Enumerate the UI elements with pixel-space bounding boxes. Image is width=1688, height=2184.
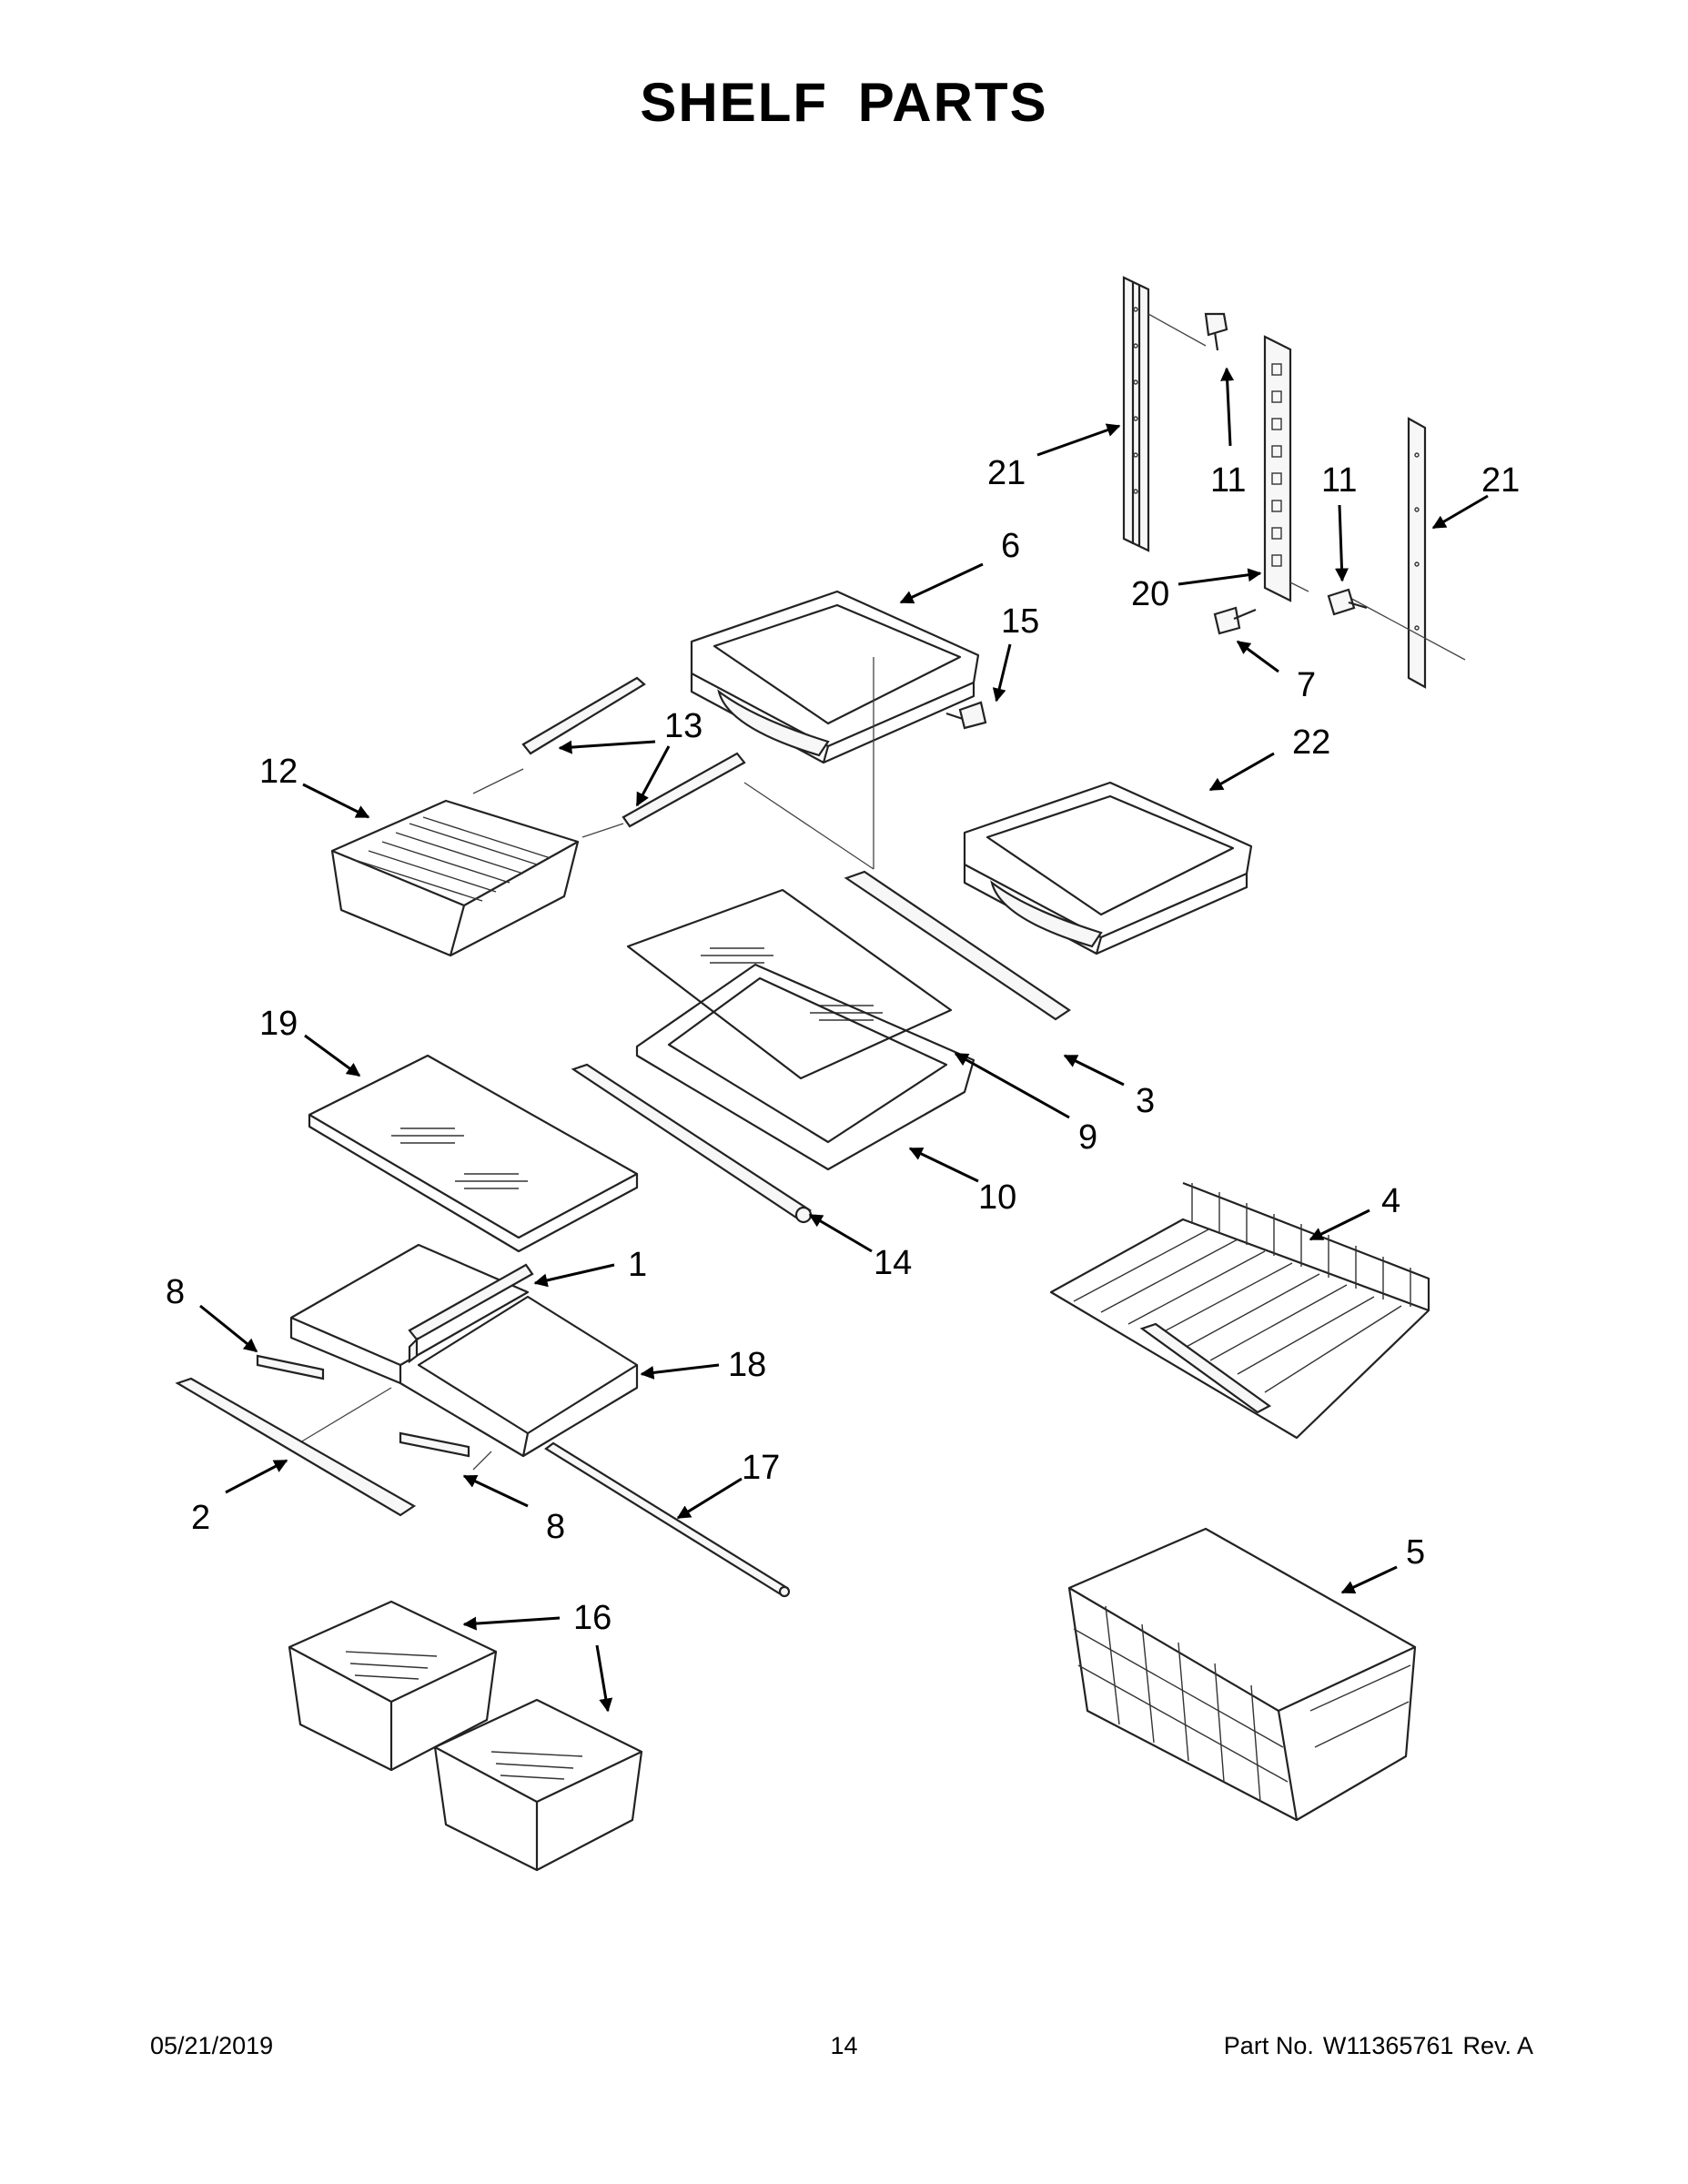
callout-6: 6 (1001, 527, 1020, 565)
callout-21-right: 21 (1481, 461, 1520, 500)
shelf-frame-lower (963, 781, 1253, 956)
crisper-bin-16-back (288, 1600, 498, 1772)
screw-11-right (1327, 588, 1368, 616)
footer-part-label: Part No. (1223, 2032, 1314, 2059)
callout-20: 20 (1131, 575, 1169, 613)
shelf-trim-3 (844, 870, 1071, 1021)
footer-part-info: Part No. W11365761 Rev. A (1215, 2032, 1533, 2060)
ladder-rail-left (1122, 276, 1150, 552)
callout-numbers: 21 11 11 21 6 20 15 7 13 12 22 19 3 9 10… (166, 454, 1520, 1637)
screw-15 (945, 701, 987, 730)
screw-11-left (1204, 312, 1228, 351)
callout-19: 19 (259, 1005, 298, 1043)
footer-part-number: W11365761 (1322, 2032, 1454, 2059)
callout-2: 2 (191, 1499, 210, 1537)
callout-11-left: 11 (1210, 461, 1246, 500)
drawer-frame-18 (289, 1243, 639, 1458)
drawer-slide-rails (521, 676, 746, 828)
glass-shelf-9 (626, 888, 953, 1080)
wire-basket-5 (1067, 1527, 1417, 1822)
shelf-frame-upper (690, 590, 980, 764)
callout-9: 9 (1078, 1118, 1097, 1157)
front-trim-2 (175, 1377, 417, 1517)
callout-12: 12 (259, 753, 298, 791)
callout-13: 13 (664, 707, 702, 745)
page-title: SHELF PARTS (640, 72, 1048, 133)
callout-16: 16 (573, 1599, 612, 1637)
callout-18: 18 (728, 1346, 766, 1384)
callout-22: 22 (1292, 723, 1330, 762)
slide-rail-8-right (399, 1431, 470, 1458)
callout-4: 4 (1381, 1182, 1400, 1220)
callout-8-right: 8 (546, 1508, 565, 1546)
glass-shelf-19 (308, 1054, 639, 1253)
footer-revision: Rev. A (1462, 2032, 1533, 2059)
crisper-bin-16-front (433, 1698, 643, 1872)
slide-rail-8-left (256, 1354, 325, 1380)
callout-15: 15 (1001, 602, 1039, 641)
callout-7: 7 (1297, 666, 1316, 704)
callout-3: 3 (1136, 1082, 1155, 1120)
footer-page-number: 14 (830, 2032, 858, 2059)
callout-1: 1 (628, 1246, 647, 1284)
crisper-drawer-top (330, 799, 580, 957)
screw-7 (1213, 606, 1257, 635)
ladder-rail-right (1407, 417, 1427, 689)
leader-arrows (199, 367, 1489, 1713)
callout-21-left: 21 (987, 454, 1026, 492)
callout-10: 10 (978, 1178, 1016, 1217)
drawer-rail-1 (408, 1263, 534, 1364)
callout-17: 17 (742, 1449, 780, 1487)
callout-8-left: 8 (166, 1273, 185, 1311)
ladder-rail-center (1263, 335, 1292, 602)
wire-shelf-4 (1049, 1181, 1430, 1440)
footer-date: 05/21/2019 (150, 2032, 274, 2059)
callout-5: 5 (1406, 1533, 1425, 1572)
shelf-front-trim-14 (571, 1063, 813, 1224)
callout-14: 14 (874, 1244, 912, 1282)
rod-17 (544, 1441, 791, 1598)
callout-11-right: 11 (1321, 461, 1357, 500)
shelf-frame-10 (635, 963, 975, 1171)
